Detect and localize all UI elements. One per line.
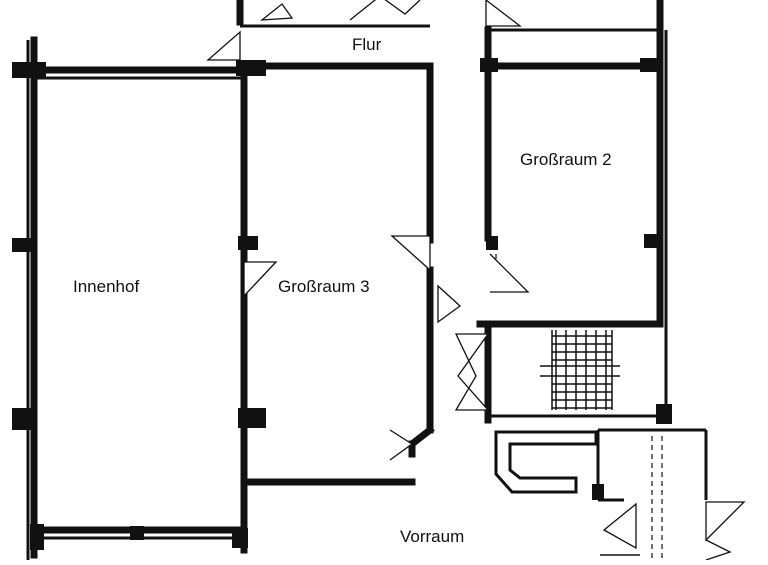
room-label-grossraum-2: Großraum 2 xyxy=(520,150,612,169)
vorraum-structure xyxy=(494,428,746,561)
grossraum3-structure xyxy=(238,62,462,554)
room-label-flur: Flur xyxy=(352,35,382,54)
top-structure xyxy=(206,0,664,61)
room-label-vorraum: Vorraum xyxy=(400,527,465,546)
grossraum2-structure xyxy=(476,26,672,424)
stair-core xyxy=(454,326,660,424)
room-label-grossraum-3: Großraum 3 xyxy=(278,277,370,296)
room-label-innenhof: Innenhof xyxy=(73,277,140,296)
innenhof-structure xyxy=(12,36,266,560)
